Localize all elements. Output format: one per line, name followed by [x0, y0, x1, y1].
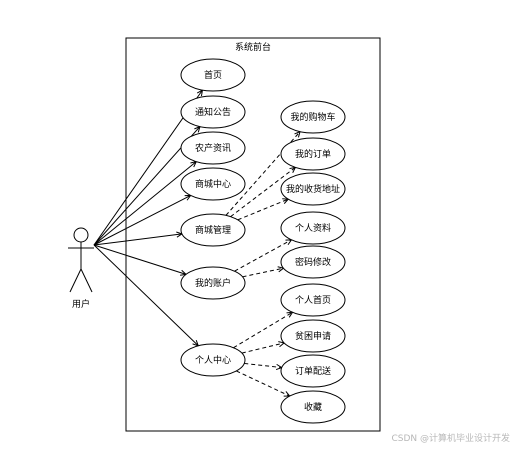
usecase-account-shape	[180, 266, 246, 300]
association-mallmgr	[93, 233, 183, 246]
usecase-home-label: 首页	[204, 69, 222, 81]
usecase-orders-label: 我的订单	[295, 148, 331, 160]
actor-head	[73, 227, 89, 243]
usecase-account-label: 我的账户	[195, 277, 231, 289]
usecase-personal-shape	[180, 343, 246, 377]
usecase-password-label: 密码修改	[295, 256, 331, 268]
usecase-password-shape	[280, 245, 346, 279]
include-profile	[234, 239, 292, 272]
usecase-favorites: 收藏	[280, 390, 346, 424]
usecase-poverty-shape	[280, 319, 346, 353]
include-address	[237, 198, 289, 221]
usecase-address: 我的收货地址	[280, 172, 346, 206]
usecase-address-shape	[280, 172, 346, 206]
usecase-poverty: 贫困申请	[280, 319, 346, 353]
usecase-profile: 个人资料	[280, 211, 346, 245]
usecase-profile-shape	[280, 211, 346, 245]
usecase-mallmgr: 商城管理	[180, 213, 246, 247]
association-account	[93, 244, 187, 275]
usecase-favorites-label: 收藏	[304, 401, 322, 413]
usecase-orders-shape	[280, 137, 346, 171]
system-boundary	[125, 37, 381, 432]
usecase-mallmgr-shape	[180, 213, 246, 247]
actor-right-leg	[80, 268, 93, 293]
usecase-delivery-shape	[280, 354, 346, 388]
include-homepage	[233, 311, 293, 349]
usecase-account: 我的账户	[180, 266, 246, 300]
usecase-personal-label: 个人中心	[195, 354, 231, 366]
usecase-notice: 通知公告	[180, 95, 246, 129]
usecase-homepage-shape	[280, 283, 346, 317]
include-delivery	[244, 362, 282, 369]
usecase-mall-label: 商城中心	[195, 178, 231, 190]
usecase-orders: 我的订单	[280, 137, 346, 171]
actor-left-leg	[69, 268, 82, 293]
include-password	[242, 267, 284, 278]
usecase-homepage: 个人首页	[280, 283, 346, 317]
usecase-password: 密码修改	[280, 245, 346, 279]
association-mall	[93, 195, 191, 246]
usecase-mall-shape	[180, 167, 246, 201]
system-title: 系统前台	[235, 41, 271, 53]
usecase-personal: 个人中心	[180, 343, 246, 377]
usecase-cart-label: 我的购物车	[290, 111, 335, 123]
usecase-home-shape	[180, 58, 246, 92]
usecase-homepage-label: 个人首页	[295, 294, 331, 306]
association-personal	[93, 244, 199, 347]
include-favorites	[236, 370, 290, 397]
usecase-delivery-label: 订单配送	[295, 365, 331, 377]
usecase-cart: 我的购物车	[280, 100, 346, 134]
usecase-news-label: 农产资讯	[195, 142, 231, 154]
usecase-poverty-label: 贫困申请	[295, 330, 331, 342]
actor-user	[68, 227, 94, 293]
usecase-mall: 商城中心	[180, 167, 246, 201]
usecase-notice-shape	[180, 95, 246, 129]
usecase-profile-label: 个人资料	[295, 222, 331, 234]
usecase-news-shape	[180, 131, 246, 165]
usecase-address-label: 我的收货地址	[286, 183, 340, 195]
include-poverty	[241, 342, 285, 354]
usecase-cart-shape	[280, 100, 346, 134]
include-arrow-favorites	[283, 391, 291, 397]
usecase-favorites-shape	[280, 390, 346, 424]
association-news	[93, 161, 197, 246]
watermark: CSDN @计算机毕业设计开发	[391, 432, 510, 444]
usecase-home: 首页	[180, 58, 246, 92]
usecase-delivery: 订单配送	[280, 354, 346, 388]
actor-label: 用户	[72, 298, 90, 310]
usecase-notice-label: 通知公告	[195, 106, 231, 118]
usecase-mallmgr-label: 商城管理	[195, 224, 231, 236]
usecase-news: 农产资讯	[180, 131, 246, 165]
